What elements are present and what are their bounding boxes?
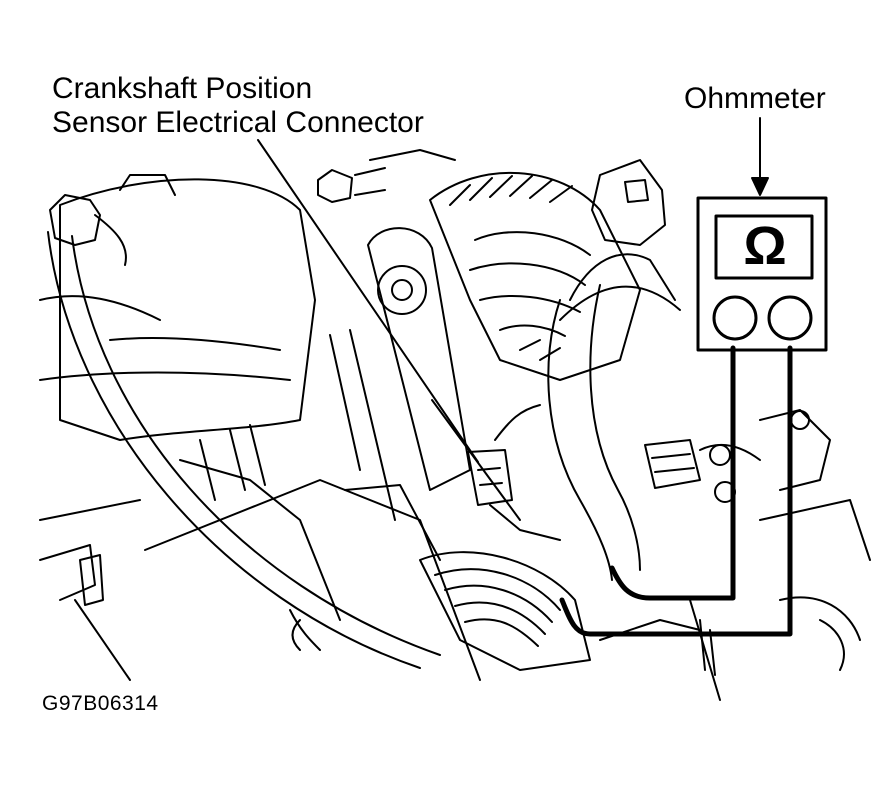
test-leads: [559, 345, 793, 637]
leader-lines: [257, 117, 769, 463]
ohmmeter-display: [714, 214, 814, 280]
ohmmeter-label: Ohmmeter: [684, 82, 826, 115]
engine-linework: [39, 149, 871, 701]
engine-block: [39, 424, 871, 701]
mount-bracket: [559, 159, 681, 321]
top-bolt: [317, 149, 456, 203]
ohmmeter-arrowhead-icon: [751, 177, 769, 196]
crankshaft-sensor-label: Crankshaft Position Sensor Electrical Co…: [52, 72, 424, 140]
ohm-symbol-icon: Ω: [743, 216, 787, 276]
crankshaft-label-line1: Crankshaft Position: [52, 72, 313, 105]
test-lead-right: [559, 345, 793, 637]
crankshaft-label-line2: Sensor Electrical Connector: [52, 106, 424, 139]
tensioner-arm: [329, 227, 521, 521]
crankshaft-sensor-connector: [467, 404, 561, 541]
figure-code: G97B06314: [42, 692, 159, 715]
upper-hose: [47, 194, 441, 669]
ohmmeter-body: [696, 196, 828, 352]
crankshaft-label-leader: [257, 139, 479, 463]
lower-hose: [547, 284, 641, 581]
test-lead-left: [609, 345, 736, 601]
ohmmeter-terminal-right: [767, 295, 813, 341]
ohmmeter: [696, 196, 828, 352]
crank-pulley: [419, 551, 591, 671]
alternator-housing: [429, 171, 641, 381]
ohmmeter-terminal-left: [712, 295, 758, 341]
fluid-reservoir: [39, 174, 316, 441]
harness-connector-right: [644, 409, 831, 503]
